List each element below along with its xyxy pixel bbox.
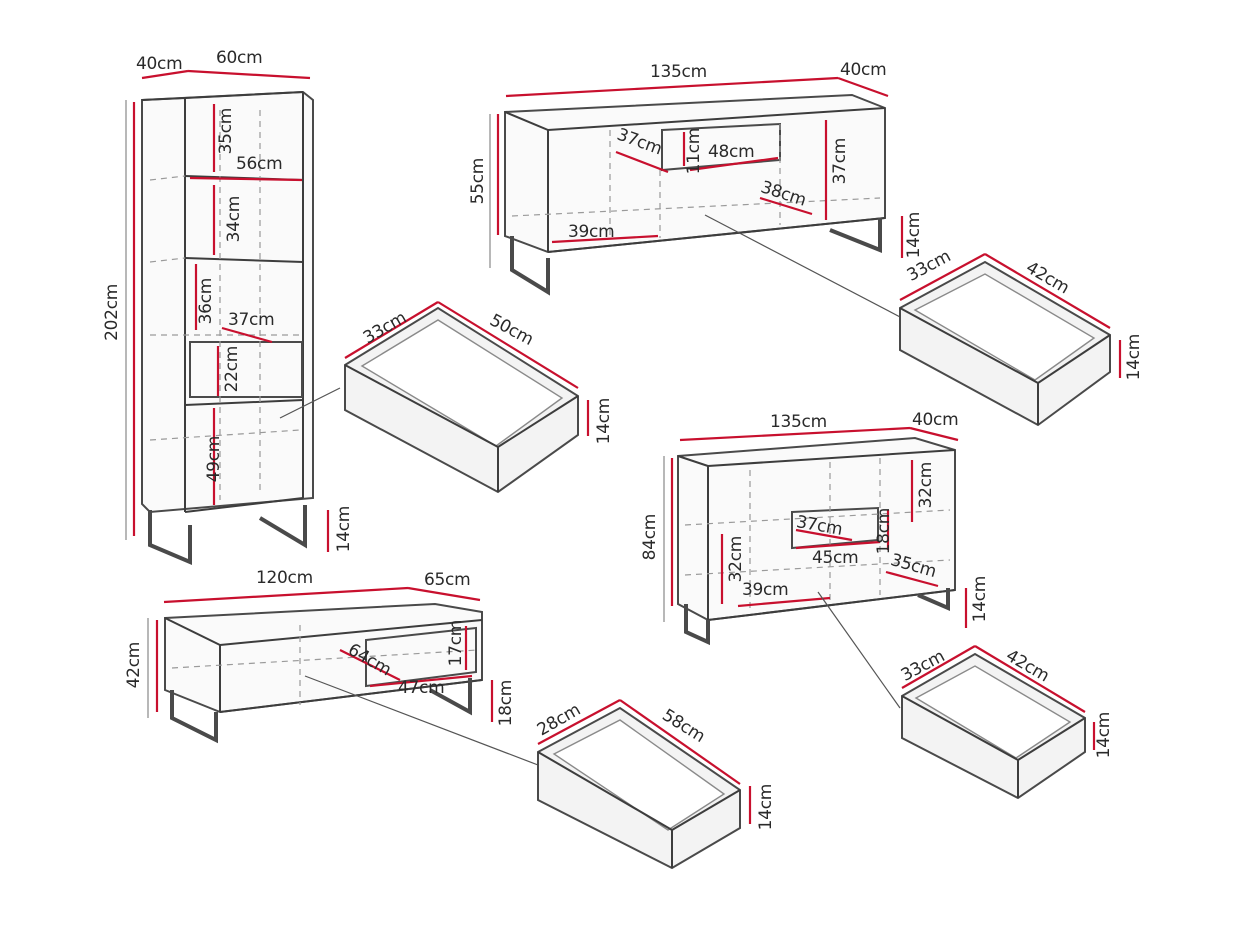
tv-stand — [504, 93, 886, 296]
tv-leg-label: 14cm — [904, 212, 924, 259]
bookcase-shelf2-label: 34cm — [224, 196, 244, 243]
tv-drawer — [899, 253, 1122, 427]
bookcase-leg-label: 14cm — [334, 506, 354, 553]
sb-width-label: 135cm — [770, 412, 827, 432]
sb-left-width-label: 39cm — [742, 580, 789, 600]
bookcase-depth-label: 40cm — [136, 54, 183, 74]
ct-niche-width-label: 47cm — [398, 678, 445, 698]
tv-niche-width-label: 48cm — [708, 142, 755, 162]
tv-niche-height-label: 11cm — [684, 128, 704, 175]
tv-height-label: 55cm — [468, 158, 488, 205]
sb-right-height-label: 32cm — [916, 462, 936, 509]
sb-left-height-label: 32cm — [726, 536, 746, 583]
sideboard-drawer — [901, 645, 1096, 800]
sb-niche-height-label: 18cm — [874, 508, 894, 555]
ct-leg-label: 18cm — [496, 680, 516, 727]
coffee-table — [164, 602, 483, 744]
tv-side-width-label: 39cm — [568, 222, 615, 242]
coffee-table-drawer — [537, 699, 752, 870]
sb-depth-label: 40cm — [912, 410, 959, 430]
bookcase-inner-width-label: 56cm — [236, 154, 283, 174]
sb-leg-label: 14cm — [970, 576, 990, 623]
bookcase-drawer — [344, 301, 590, 494]
tv-depth-label: 40cm — [840, 60, 887, 80]
sideboard-dims — [663, 426, 968, 709]
coffee-table-dims — [147, 586, 539, 766]
bookcase-drawer-height-label: 14cm — [594, 398, 614, 445]
bookcase-dims — [125, 69, 341, 552]
tv-side-height-label: 37cm — [830, 138, 850, 185]
sb-height-label: 84cm — [640, 514, 660, 561]
tv-width-label: 135cm — [650, 62, 707, 82]
sb-drawer-height-label: 14cm — [1094, 712, 1114, 759]
ct-width-label: 120cm — [256, 568, 313, 588]
tv-stand-dims — [489, 76, 904, 319]
bookcase-width-label: 60cm — [216, 48, 263, 68]
ct-depth-label: 65cm — [424, 570, 471, 590]
bookcase-shelf1-label: 35cm — [216, 108, 236, 155]
bookcase-shelf3-label: 36cm — [196, 278, 216, 325]
tv-drawer-height-label: 14cm — [1124, 334, 1144, 381]
ct-drawer-height-label: 14cm — [756, 784, 776, 831]
bookcase — [141, 90, 314, 566]
bookcase-niche-width-label: 37cm — [228, 310, 275, 330]
sideboard — [677, 436, 956, 646]
bookcase-niche-height-label: 22cm — [222, 346, 242, 393]
ct-niche-height-label: 17cm — [446, 620, 466, 667]
sb-niche-width-label: 45cm — [812, 548, 859, 568]
ct-height-label: 42cm — [124, 642, 144, 689]
bookcase-bottom-label: 49cm — [204, 436, 224, 483]
bookcase-height-label: 202cm — [102, 284, 122, 341]
